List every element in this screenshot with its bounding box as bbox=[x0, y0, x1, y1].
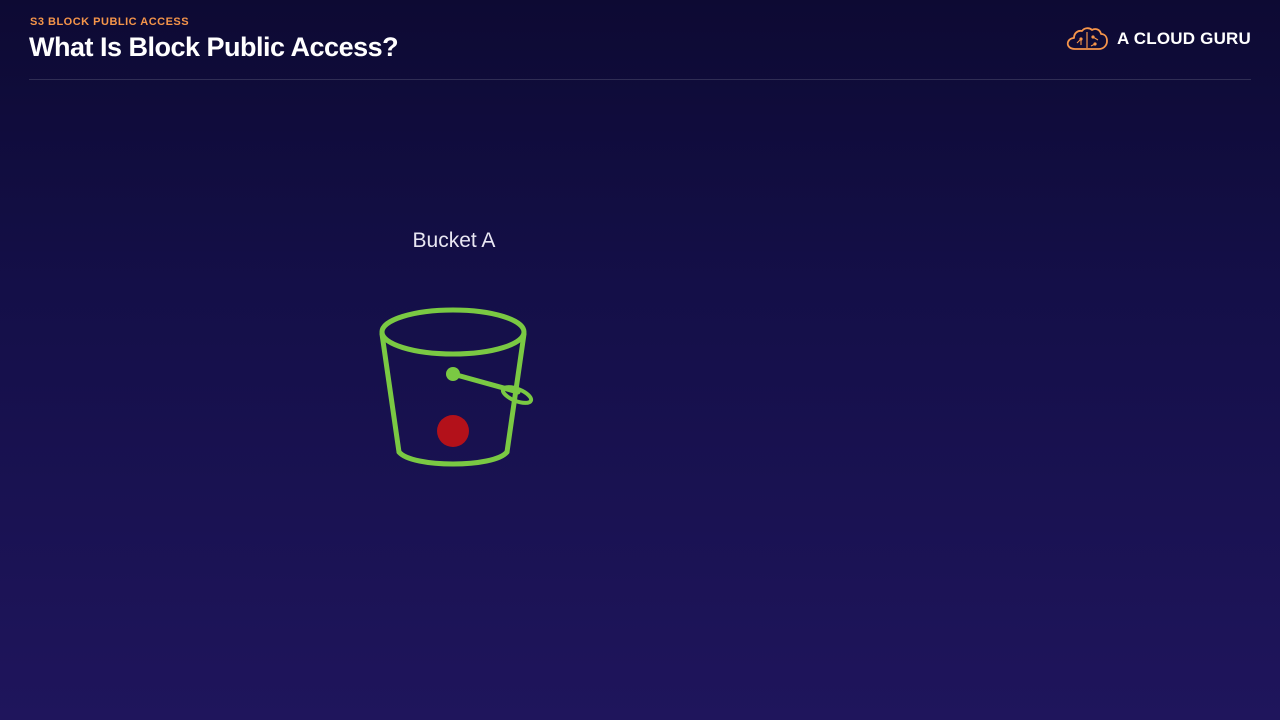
s3-bucket-icon bbox=[379, 307, 534, 467]
brand: A CLOUD GURU bbox=[1066, 26, 1251, 52]
cloud-brain-icon bbox=[1066, 27, 1108, 50]
bucket-label: Bucket A bbox=[412, 229, 496, 252]
brand-name: A CLOUD GURU bbox=[1117, 29, 1251, 48]
slide-eyebrow: S3 BLOCK PUBLIC ACCESS bbox=[30, 16, 190, 28]
bucket-marker bbox=[437, 415, 469, 447]
slide-title: What Is Block Public Access? bbox=[29, 32, 399, 62]
header-divider bbox=[29, 79, 1251, 80]
